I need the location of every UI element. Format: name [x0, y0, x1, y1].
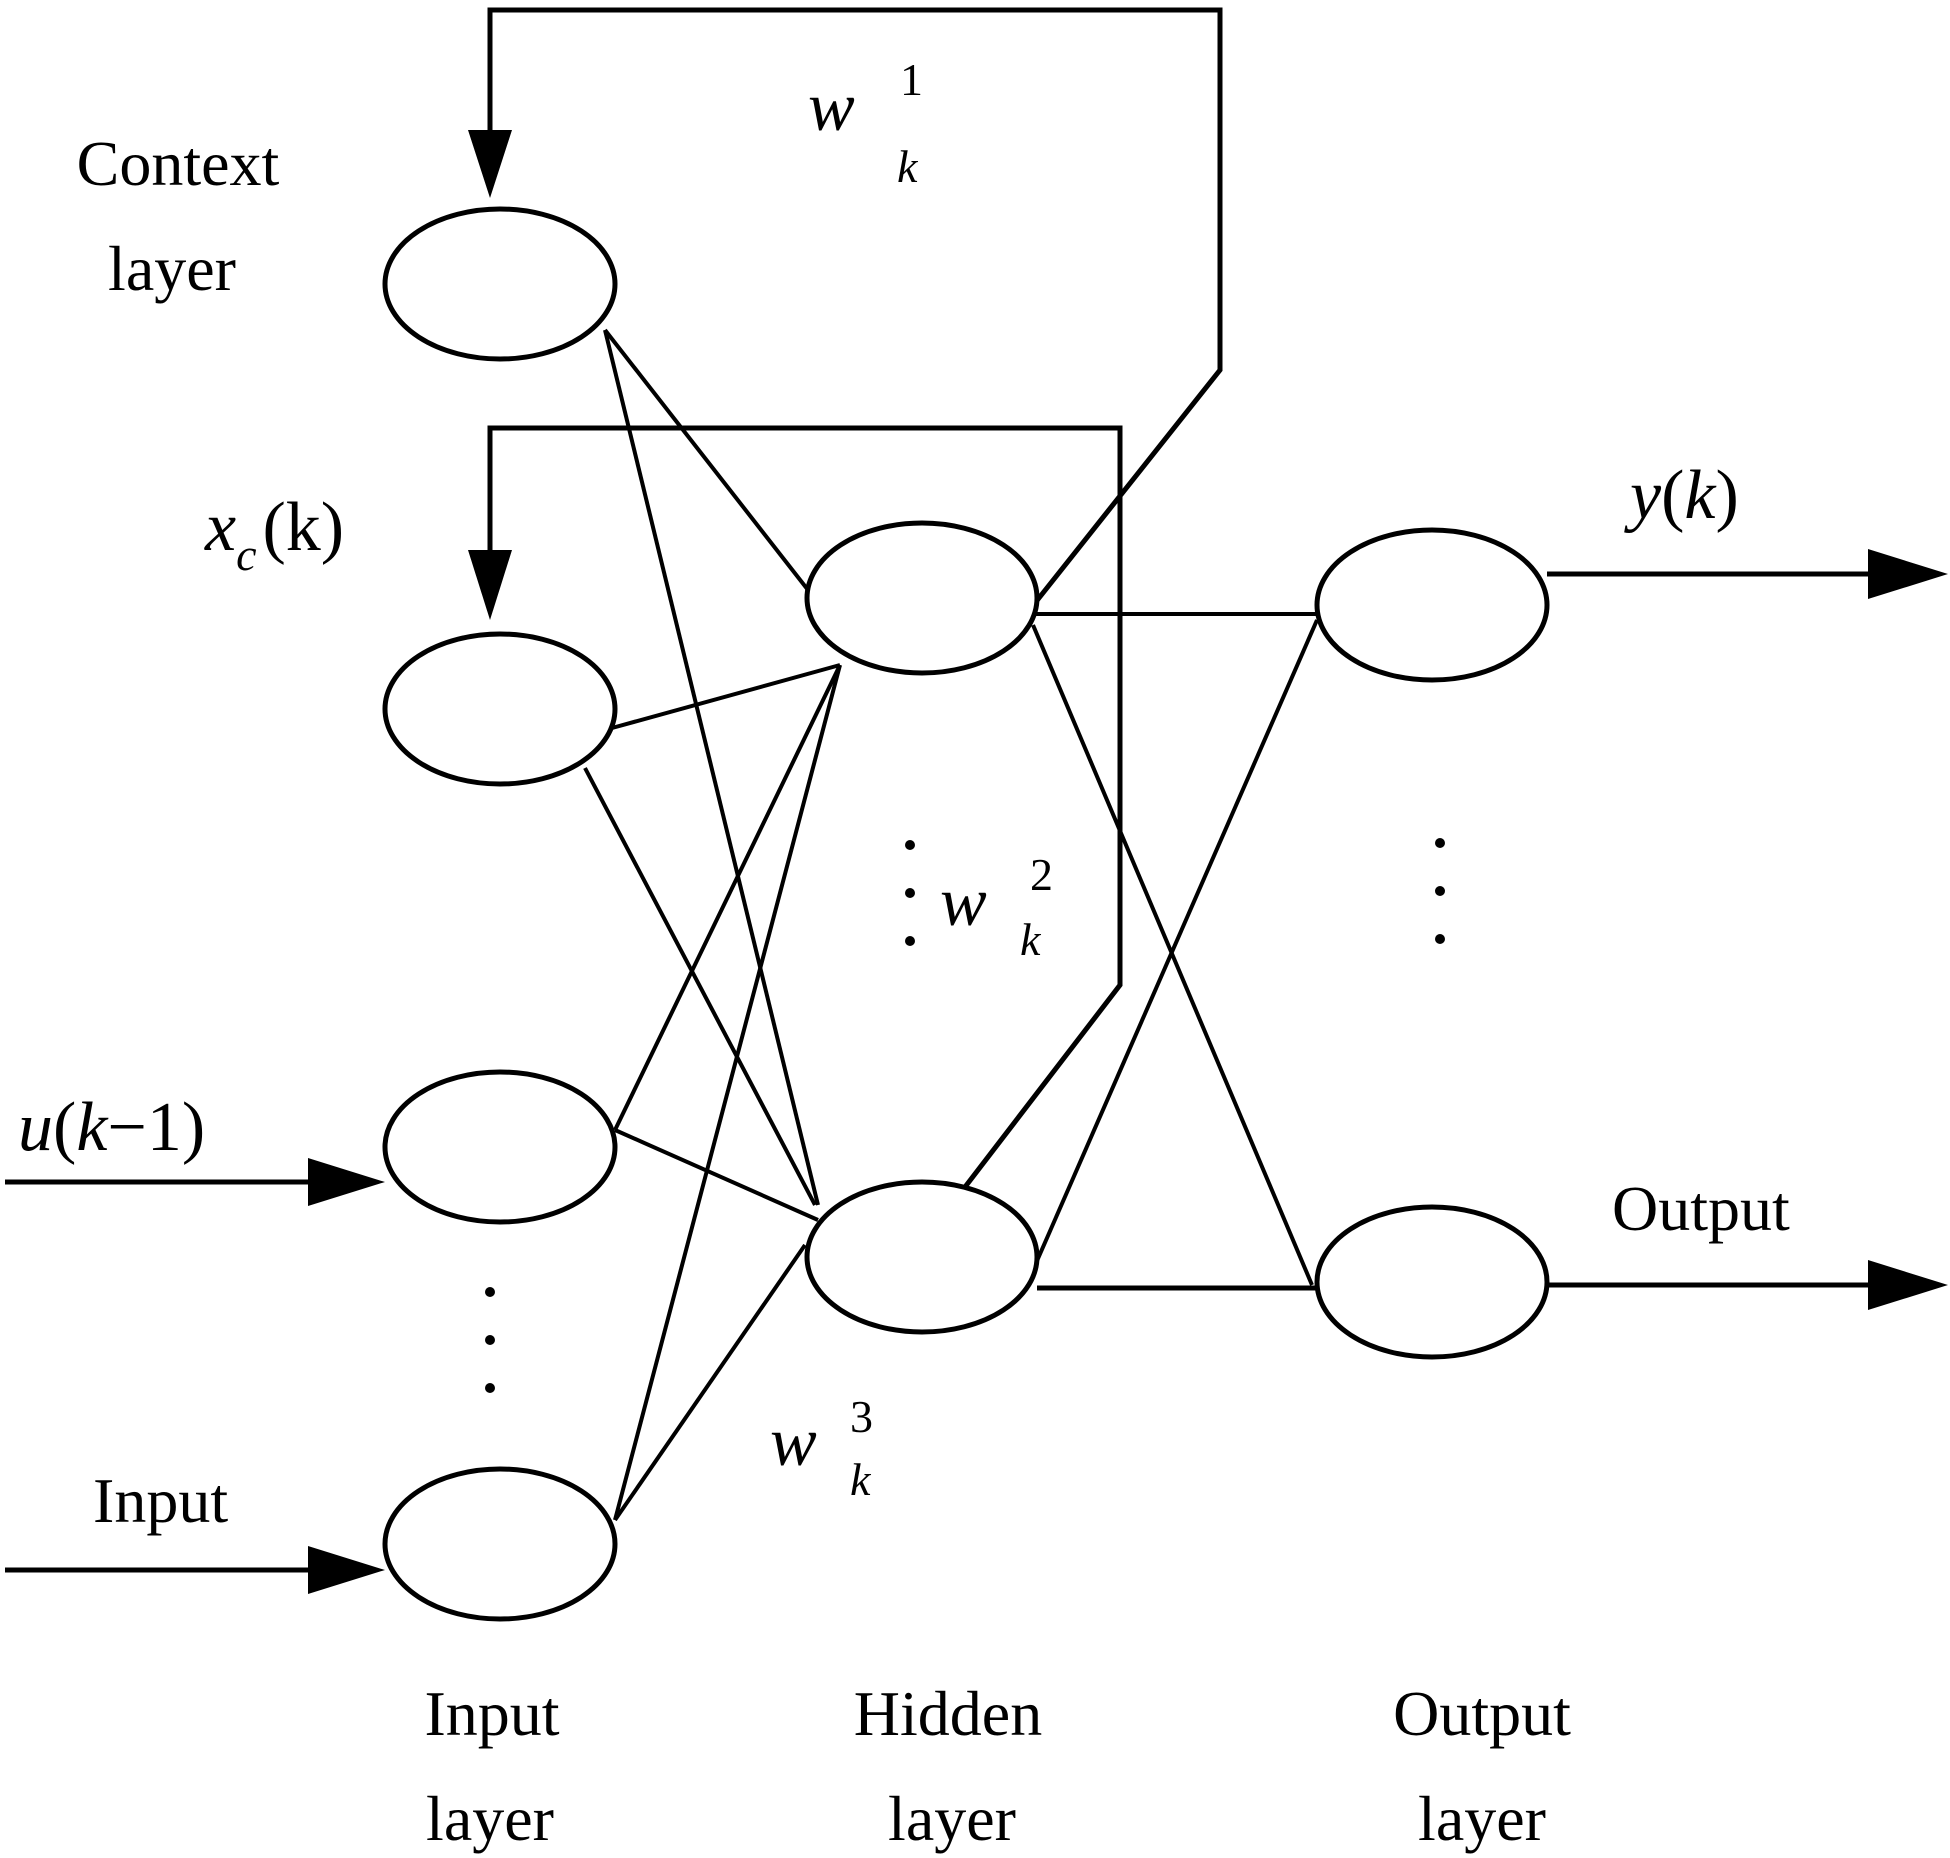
- output-node-top: [1314, 527, 1550, 683]
- u-prev-label: u(k−1): [18, 1089, 205, 1166]
- output-layer-label-line1: Output: [1393, 1678, 1571, 1749]
- input-node: [382, 1466, 618, 1622]
- connections: [583, 328, 1319, 1522]
- hidden-node-top: [804, 520, 1040, 676]
- svg-text:2: 2: [1030, 849, 1053, 900]
- arrow-into-xc-node: [468, 550, 512, 620]
- feedback-loop-xc: [468, 425, 1123, 1189]
- hidden-layer-label-line2: layer: [888, 1783, 1016, 1854]
- w1-label: w 1 k: [808, 54, 923, 192]
- hidden-node-bottom: [804, 1179, 1040, 1335]
- xc-label: xc(k): [204, 489, 344, 580]
- input-arrow-label: Input: [93, 1465, 228, 1536]
- svg-text:3: 3: [850, 1391, 873, 1442]
- output-layer-label-line2: layer: [1418, 1783, 1546, 1854]
- svg-text:w: w: [808, 69, 855, 146]
- svg-text:1: 1: [900, 54, 923, 105]
- feedback-loop-w1: [468, 7, 1223, 605]
- svg-text:k: k: [850, 1454, 872, 1505]
- output-arrow-output: [1547, 1260, 1948, 1310]
- xc-input-node: [382, 631, 618, 787]
- context-layer-label-line1: Context: [77, 128, 280, 199]
- context-node: [382, 206, 618, 362]
- svg-text:w: w: [940, 864, 987, 941]
- output-layer-ellipsis: [1435, 838, 1445, 944]
- input-arrow-input: [5, 1546, 385, 1594]
- input-layer-label-line1: Input: [424, 1678, 559, 1749]
- w3-label: w 3 k: [770, 1391, 873, 1505]
- hidden-layer-ellipsis: [905, 840, 915, 946]
- u-input-node: [382, 1069, 618, 1225]
- output-node-bottom: [1314, 1204, 1550, 1360]
- context-layer-label-line2: layer: [108, 233, 236, 304]
- svg-text:k: k: [897, 141, 919, 192]
- input-arrow-u: [5, 1158, 385, 1206]
- svg-text:w: w: [770, 1404, 817, 1481]
- input-layer-ellipsis: [485, 1287, 495, 1393]
- y-label: y(k): [1624, 457, 1739, 534]
- svg-text:k: k: [1020, 914, 1042, 965]
- output-arrow-y: [1547, 549, 1948, 599]
- arrow-into-context-node: [468, 130, 512, 198]
- output-arrow-label: Output: [1612, 1173, 1790, 1244]
- input-layer-label-line2: layer: [426, 1783, 554, 1854]
- hidden-layer-label-line1: Hidden: [854, 1678, 1042, 1749]
- w2-label: w 2 k: [940, 849, 1053, 965]
